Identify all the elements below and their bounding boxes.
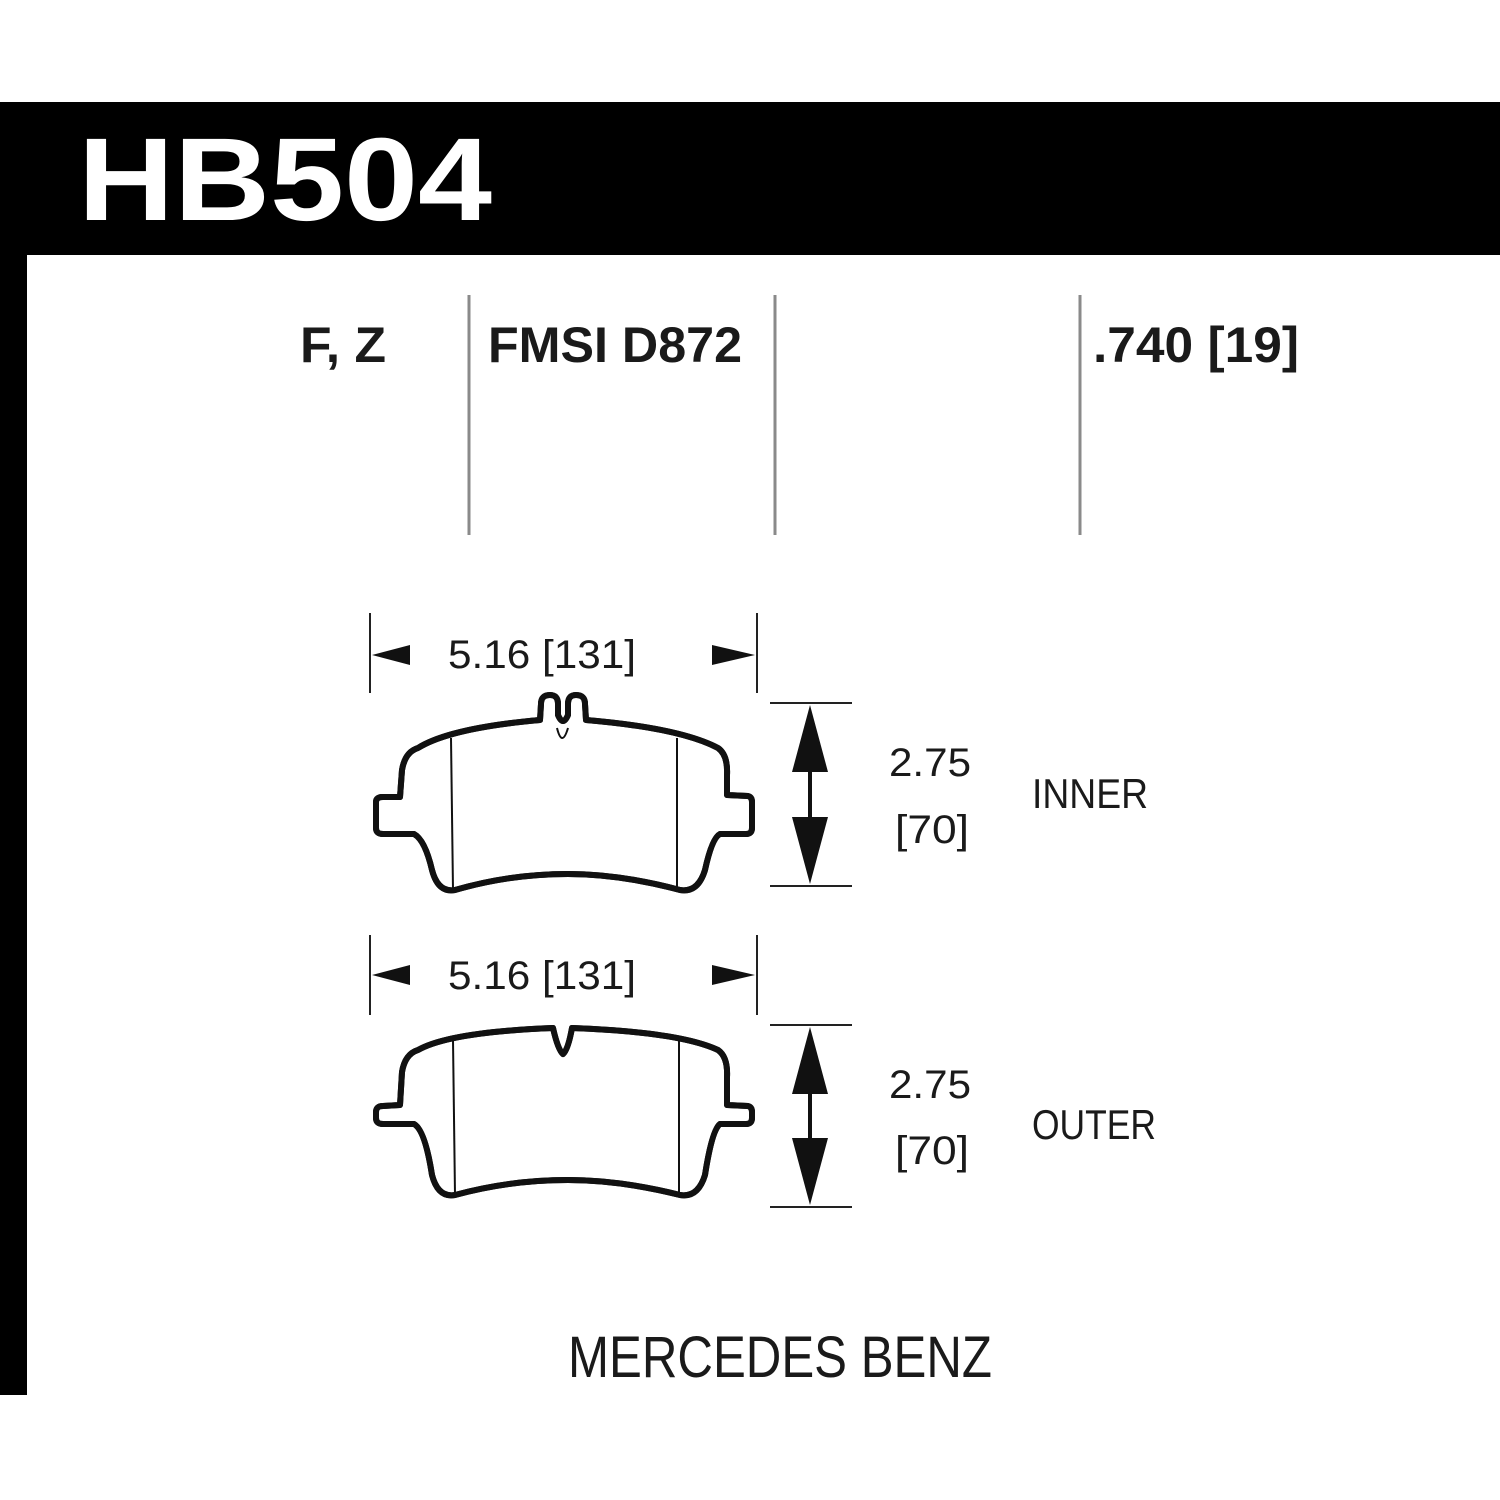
inner-pad-drawing bbox=[373, 692, 755, 890]
outer-height-dimension: 2.75 [70] bbox=[770, 1024, 971, 1208]
inner-height-in: 2.75 bbox=[889, 741, 971, 785]
left-border-bar bbox=[0, 102, 27, 1395]
arrow-left-icon bbox=[372, 645, 410, 665]
arrow-right-icon bbox=[712, 645, 755, 665]
arrow-up-icon bbox=[792, 705, 828, 772]
inner-width-label: 5.16 [131] bbox=[448, 633, 636, 677]
position-label: F, Z bbox=[300, 317, 386, 373]
outer-height-mm: [70] bbox=[895, 1129, 969, 1173]
outer-width-dimension: 5.16 [131] bbox=[369, 935, 758, 1015]
inner-height-mm: [70] bbox=[895, 808, 969, 852]
arrow-down-icon bbox=[792, 817, 828, 884]
arrow-down-icon bbox=[792, 1138, 828, 1205]
thickness-label: .740 [19] bbox=[1093, 317, 1299, 373]
outer-width-label: 5.16 [131] bbox=[448, 954, 636, 998]
inner-width-dimension: 5.16 [131] bbox=[369, 613, 758, 693]
outer-pad-drawing bbox=[373, 1025, 755, 1195]
inner-height-dimension: 2.75 [70] bbox=[770, 702, 971, 887]
part-number-title: HB504 bbox=[78, 114, 492, 246]
arrow-up-icon bbox=[792, 1027, 828, 1094]
outer-height-in: 2.75 bbox=[889, 1063, 971, 1107]
arrow-right-icon bbox=[712, 965, 755, 985]
vehicle-make-label: MERCEDES BENZ bbox=[568, 1325, 992, 1390]
arrow-left-icon bbox=[372, 965, 410, 985]
fmsi-label: FMSI D872 bbox=[488, 317, 742, 373]
outer-side-label: OUTER bbox=[1032, 1101, 1156, 1148]
header-band bbox=[0, 102, 1500, 255]
inner-side-label: INNER bbox=[1032, 770, 1148, 817]
